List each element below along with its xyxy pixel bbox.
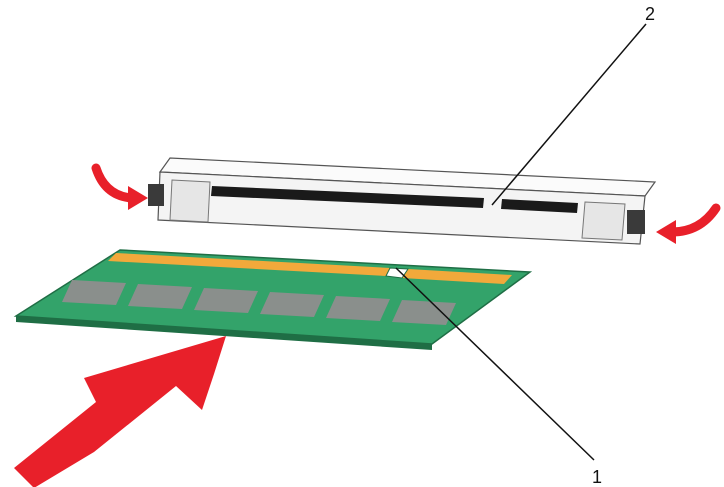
memory-card-edge xyxy=(16,316,432,350)
connector-latch-left xyxy=(148,184,164,206)
memory-chip xyxy=(194,288,258,313)
curved-arrow-right-icon xyxy=(91,163,148,210)
connector-left-block xyxy=(169,179,211,223)
connector-right-block xyxy=(581,201,626,241)
callout-line-2 xyxy=(491,23,647,206)
connector-latch-right xyxy=(627,210,645,234)
connector-slot-long xyxy=(211,186,484,208)
memory-chip xyxy=(128,284,192,309)
memory-card-contacts-left xyxy=(108,253,390,276)
memory-card xyxy=(13,249,533,350)
callout-line-1 xyxy=(395,267,595,461)
memory-chips xyxy=(62,280,456,325)
memory-connector xyxy=(148,157,657,245)
memory-card-contacts-right xyxy=(402,269,512,284)
callout-label-2: 2 xyxy=(645,4,655,24)
memory-card-key-notch xyxy=(385,267,409,279)
memory-chip xyxy=(326,296,390,321)
callout-label-1: 1 xyxy=(592,467,602,487)
connector-slot-short xyxy=(501,199,578,213)
memory-chip xyxy=(392,300,456,325)
insert-arrow-icon xyxy=(14,336,226,487)
memory-chip xyxy=(260,292,324,317)
memory-chip xyxy=(62,280,126,305)
curved-arrow-left-icon xyxy=(656,203,721,244)
